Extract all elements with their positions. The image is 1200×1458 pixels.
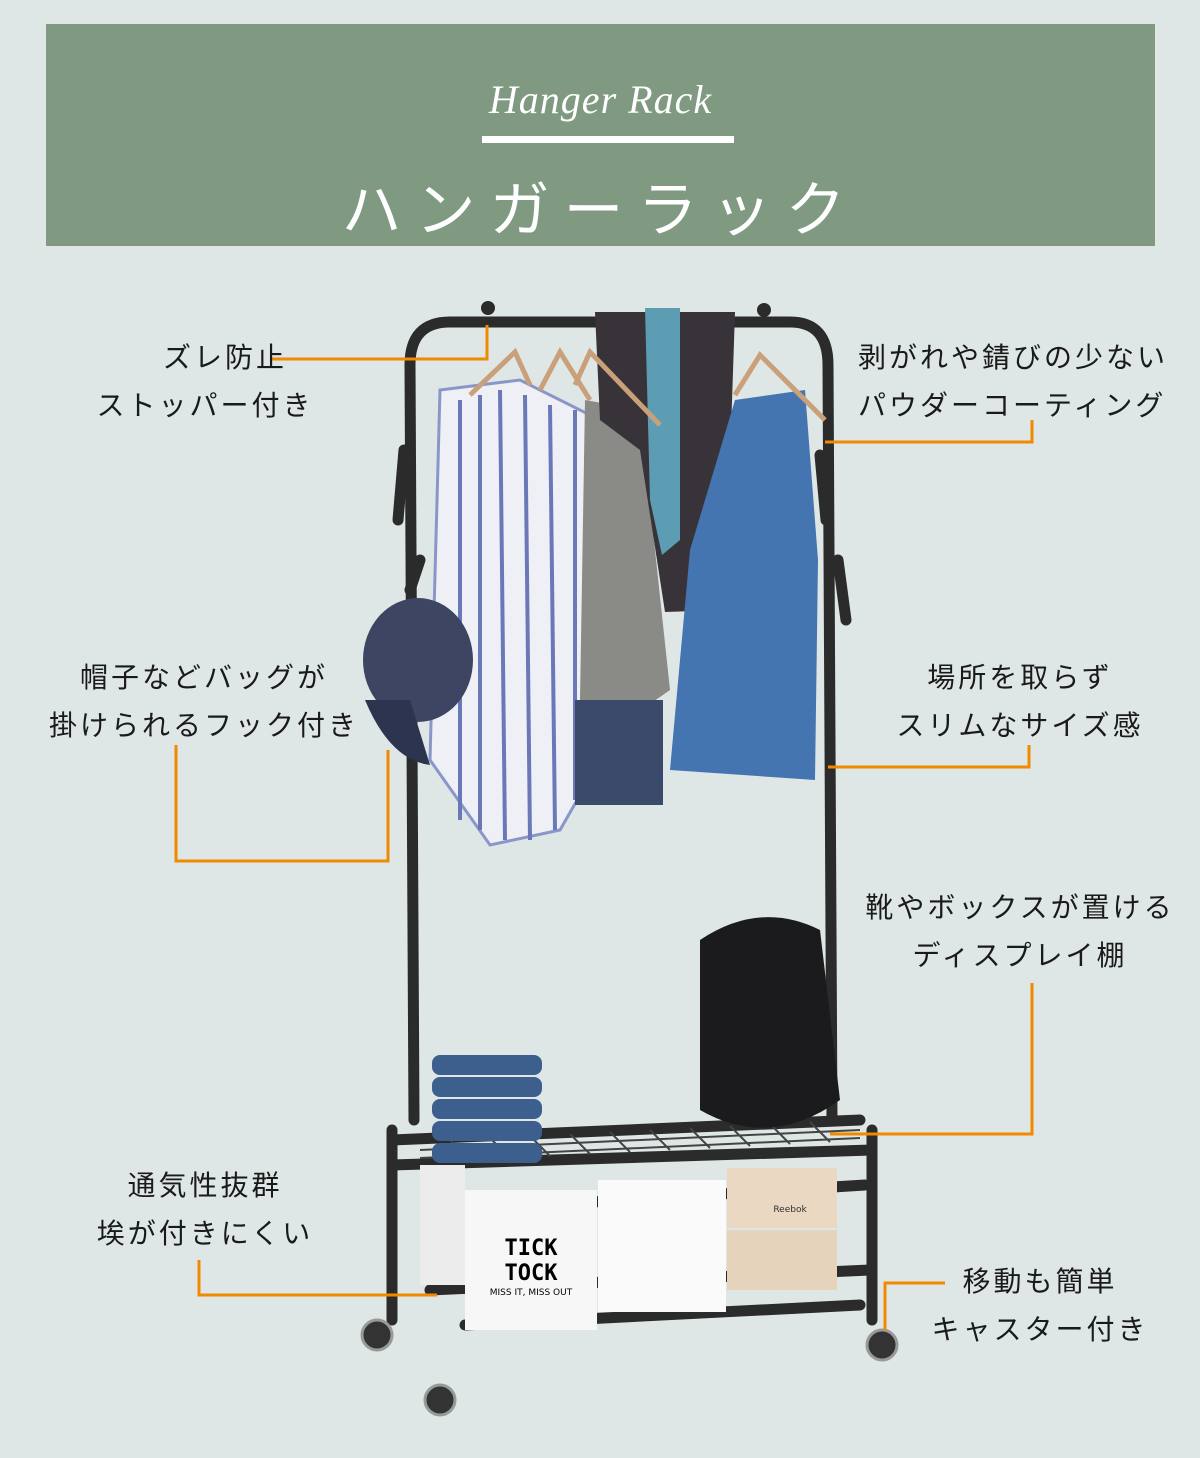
blue-dress [670, 390, 818, 780]
feature-coating: 剥がれや錆びの少ない パウダーコーティング [858, 341, 1169, 422]
box-brand-2: TOCK [505, 1261, 559, 1286]
feature-display-shelf: 靴やボックスが置ける ディスプレイ棚 [865, 891, 1175, 972]
box-side [420, 1165, 465, 1285]
title-banner: Hanger Rack ハンガーラック [46, 24, 1155, 246]
backpack [700, 917, 840, 1128]
white-box [598, 1180, 726, 1312]
shoebox-brand: Reebok [773, 1205, 807, 1215]
box-tagline: MISS IT, MISS OUT [490, 1288, 573, 1298]
callout-line-shelf [830, 983, 1034, 1136]
casters [360, 1318, 899, 1417]
shirt-stripes [458, 389, 577, 841]
callout-line-coating [825, 420, 1034, 444]
callout-line-hook [174, 745, 390, 863]
box-brand-1: TICK [505, 1236, 559, 1261]
stopper-left [481, 301, 495, 315]
feature-ventilation: 通気性抜群 埃が付きにくい [96, 1169, 314, 1250]
patterned-tie [645, 308, 680, 555]
stopper-right [757, 303, 771, 317]
feature-slim: 場所を取らず スリムなサイズ感 [896, 661, 1144, 742]
callout-line-stopper [270, 325, 489, 361]
title-japanese: ハンガーラック [341, 176, 860, 246]
callout-line-slim [828, 745, 1031, 769]
shoebox-bottom [727, 1230, 837, 1290]
title-divider [482, 136, 734, 143]
cap [363, 598, 473, 722]
folded-jeans [432, 1055, 542, 1163]
feature-hook: 帽子などバッグが 掛けられるフック付き [48, 661, 359, 742]
feature-stopper: ズレ防止 ストッパー付き [96, 341, 314, 422]
callout-line-ventilation [197, 1260, 437, 1297]
hangers [468, 346, 827, 427]
feature-caster: 移動も簡単 キャスター付き [931, 1265, 1149, 1346]
callout-line-caster [883, 1281, 945, 1330]
title-english: Hanger Rack [488, 77, 713, 122]
tick-tock-box [465, 1190, 597, 1330]
skirt [575, 700, 663, 805]
shoebox-top [727, 1168, 837, 1228]
